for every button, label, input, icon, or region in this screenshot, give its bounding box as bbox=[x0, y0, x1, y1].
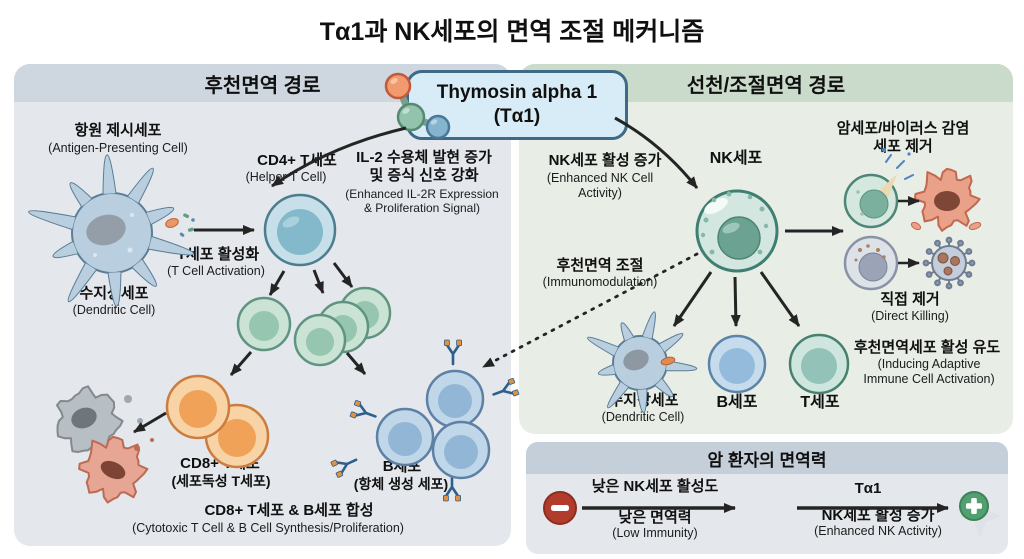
apc-label-en: (Antigen-Presenting Cell) bbox=[48, 141, 188, 155]
bcell-label-sub: (항체 생성 세포) bbox=[353, 476, 449, 492]
dendritic-label-en: (Dendritic Cell) bbox=[72, 303, 156, 317]
tcell-activation-label-en: (T Cell Activation) bbox=[167, 264, 265, 278]
nk-activity-label-ko: NK세포 활성 증가 bbox=[548, 152, 662, 169]
synthesis-label-ko: CD8+ T세포 & B세포 합성 bbox=[204, 502, 374, 519]
immunomodulation-label-en: (Immunomodulation) bbox=[542, 275, 658, 289]
nk-cell-label: NK세포 bbox=[709, 150, 763, 167]
cd4-label-ko: CD4+ T세포 bbox=[257, 152, 337, 169]
il2-label-ko: IL-2 수용체 발현 증가 및 증식 신호 강화 bbox=[356, 149, 492, 184]
cancer-patient-immunity-box: 암 환자의 면역력 bbox=[526, 442, 1008, 554]
thymosin-label-line2: (Tα1) bbox=[493, 106, 541, 127]
enhanced-nk-label-en: (Enhanced NK Activity) bbox=[814, 524, 942, 538]
cd8-label-ko: CD8+ T세포 bbox=[180, 455, 260, 472]
inducing-label-en: (Inducing Adaptive Immune Cell Activatio… bbox=[863, 357, 995, 386]
direct-killing-label-ko: 직접 제거 bbox=[880, 291, 940, 308]
thymosin-alpha1-box: Thymosin alpha 1 (Tα1) bbox=[406, 70, 628, 140]
cd4-label-en: (Helper T Cell) bbox=[245, 170, 327, 184]
enhanced-nk-label-ko: NK세포 활성 증가 bbox=[821, 507, 935, 524]
immunity-box-header: 암 환자의 면역력 bbox=[526, 442, 1008, 474]
dendritic2-label-en: (Dendritic Cell) bbox=[601, 410, 685, 424]
low-nk-activity-label: 낮은 NK세포 활성도 bbox=[591, 478, 719, 495]
nk-activity-label-en: (Enhanced NK Cell Activity) bbox=[546, 171, 654, 200]
thymosin-label-line1: Thymosin alpha 1 bbox=[436, 82, 598, 104]
removal-label-ko: 암세포/바이러스 감염 세포 제거 bbox=[836, 120, 970, 155]
low-immunity-label-en: (Low Immunity) bbox=[612, 526, 698, 540]
cd8-label-sub: (세포독성 T세포) bbox=[171, 473, 271, 489]
tcell2-label: T세포 bbox=[800, 394, 840, 411]
page-title: Tα1과 NK세포의 면역 조절 메커니즘 bbox=[319, 18, 705, 46]
dendritic2-label-ko: 수지상세포 bbox=[609, 392, 679, 409]
apc-label-ko: 항원 제시세포 bbox=[74, 122, 162, 139]
ta1-label: Tα1 bbox=[854, 480, 882, 497]
synthesis-label-en: (Cytotoxic T Cell & B Cell Synthesis/Pro… bbox=[132, 521, 404, 535]
immunomodulation-label-ko: 후천면역 조절 bbox=[556, 257, 644, 274]
inducing-label-ko: 후천면역세포 활성 유도 bbox=[853, 339, 1001, 356]
bcell2-label: B세포 bbox=[716, 394, 758, 411]
il2-label-en: (Enhanced IL-2R Expression & Proliferati… bbox=[345, 187, 499, 216]
tcell-activation-label-ko: T세포 활성화 bbox=[176, 246, 260, 263]
dendritic-label-ko: 수지상세포 bbox=[79, 285, 149, 302]
bcell-label-ko: B세포 bbox=[382, 458, 422, 475]
direct-killing-label-en: (Direct Killing) bbox=[871, 309, 949, 323]
low-immunity-label-ko: 낮은 면역력 bbox=[618, 509, 692, 526]
